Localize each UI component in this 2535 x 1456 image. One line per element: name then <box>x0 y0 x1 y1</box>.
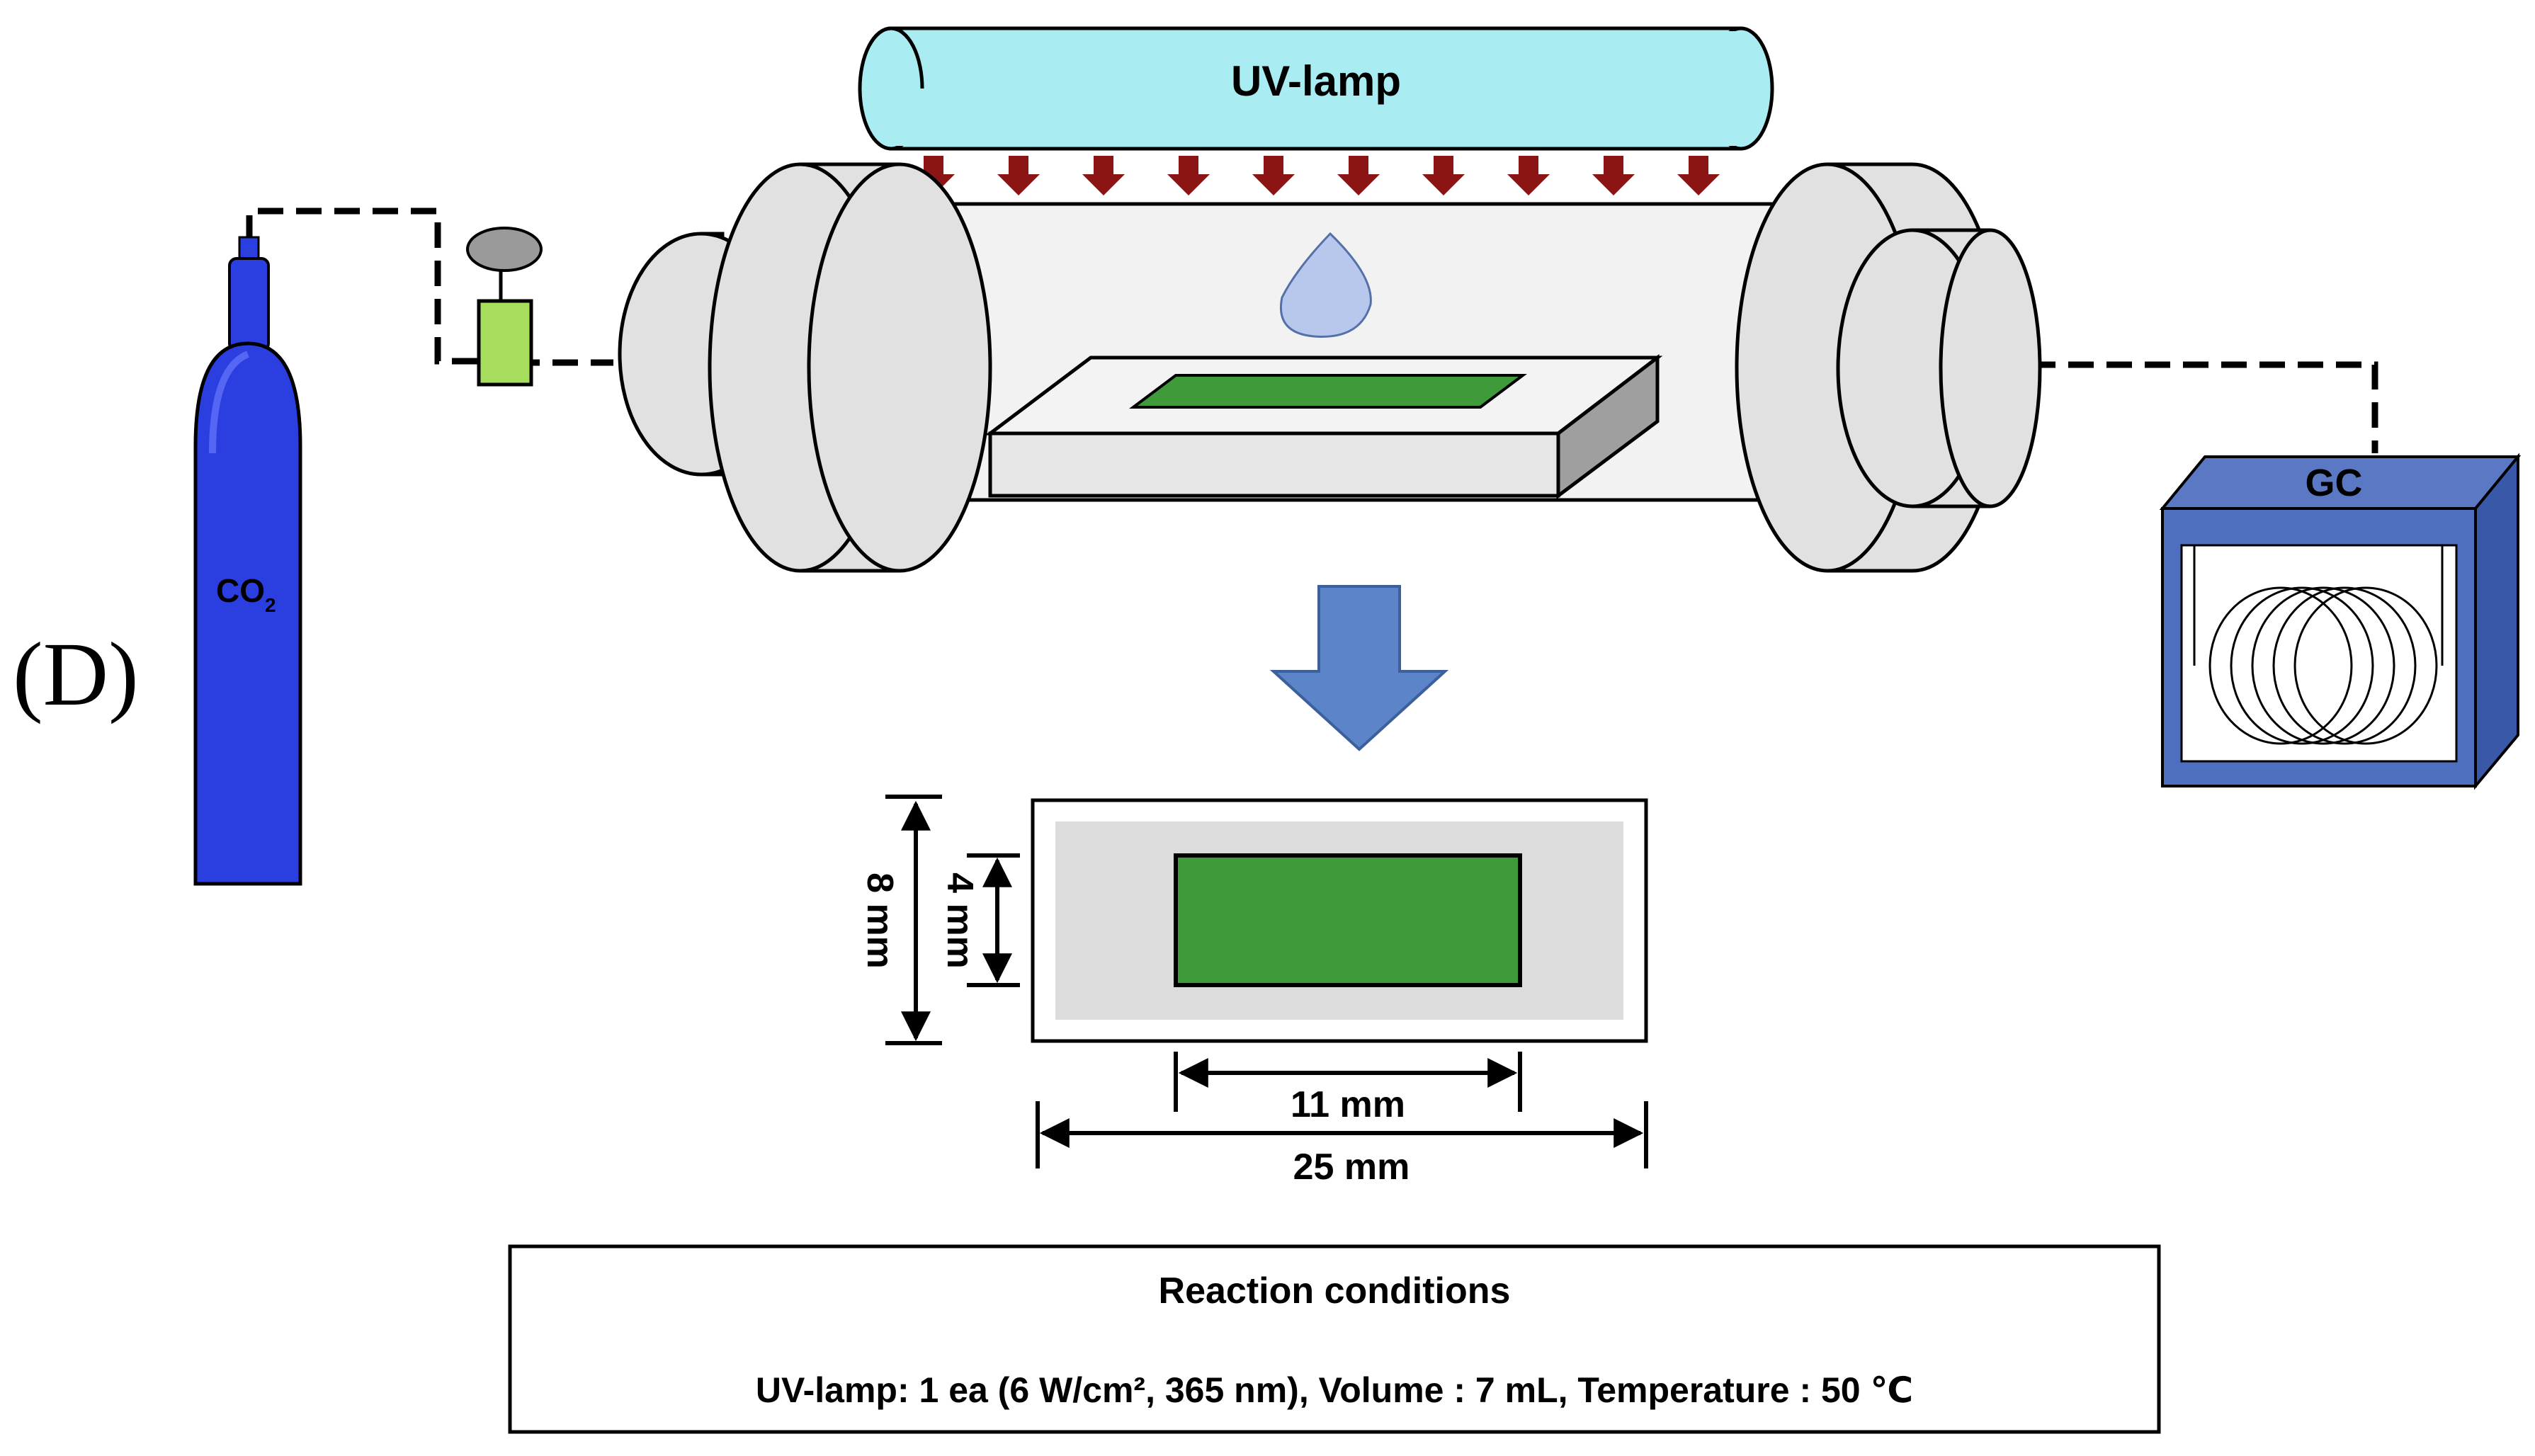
uv-arrow <box>1422 156 1465 195</box>
uv-arrow <box>997 156 1040 195</box>
uv-arrow <box>1252 156 1295 195</box>
uv-arrow <box>1507 156 1550 195</box>
co2-label-sub: 2 <box>265 594 276 616</box>
gas-line-cylinder <box>246 207 496 365</box>
uv-lamp: UV-lamp <box>858 26 1774 151</box>
outlet-cap <box>1939 228 2042 508</box>
co2-label-main: CO <box>216 572 265 609</box>
water-droplet <box>1280 232 1372 338</box>
co2-cylinder: CO2 <box>193 236 302 886</box>
gas-line-outlet <box>1992 361 2378 453</box>
pressure-regulator <box>466 227 543 387</box>
flow-valve <box>477 299 533 387</box>
uv-irradiation-arrows <box>912 156 1720 195</box>
uv-arrow <box>1167 156 1210 195</box>
gc-column-coil <box>2193 545 2444 745</box>
zoom-down-arrow <box>1269 585 1449 751</box>
sample-holder <box>985 353 1663 499</box>
co2-label: CO2 <box>216 572 276 616</box>
reaction-conditions-box: Reaction conditions UV-lamp: 1 ea (6 W/c… <box>508 1244 2161 1434</box>
sample-top-view <box>1031 798 1648 1043</box>
uv-arrow <box>1337 156 1380 195</box>
inner-width-label: 11 mm <box>1291 1084 1405 1125</box>
left-flange <box>807 162 992 573</box>
gc-label: GC <box>2306 462 2363 504</box>
uv-arrow <box>912 156 955 195</box>
uv-lamp-label: UV-lamp <box>1231 57 1401 105</box>
uv-arrow <box>1592 156 1635 195</box>
outer-height-label: 8 mm <box>859 872 900 969</box>
pressure-gauge <box>466 227 543 272</box>
inner-height-label: 4 mm <box>939 872 980 969</box>
photoreactor <box>618 162 2042 573</box>
conditions-text: UV-lamp: 1 ea (6 W/cm², 365 nm), Volume … <box>756 1370 1913 1410</box>
gas-chromatograph: GC <box>2159 453 2522 790</box>
dimension-lines <box>885 795 1648 1168</box>
uv-arrow <box>1082 156 1125 195</box>
conditions-title: Reaction conditions <box>1159 1270 1511 1312</box>
panel-label: (D) <box>13 624 139 724</box>
outer-width-label: 25 mm <box>1293 1147 1410 1188</box>
uv-arrow <box>1677 156 1720 195</box>
catalyst-film <box>1129 374 1527 409</box>
catalyst-area <box>1174 853 1522 987</box>
